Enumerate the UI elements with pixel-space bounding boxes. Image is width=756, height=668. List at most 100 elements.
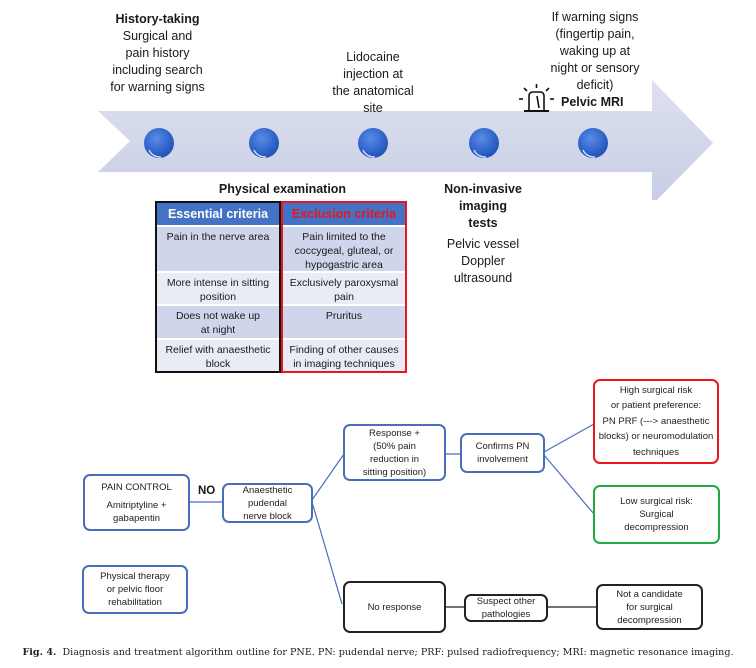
timeline-step-mri-condition: If warning signs (fingertip pain, waking… xyxy=(540,9,650,94)
essential-criteria-column: Essential criteria Pain in the nerve are… xyxy=(155,201,281,373)
physical-therapy-box: Physical therapy or pelvic floor rehabil… xyxy=(82,565,188,614)
criteria-text: in imaging techniques xyxy=(293,358,395,370)
box-text: involvement xyxy=(477,454,528,465)
timeline-node xyxy=(578,128,608,158)
step-text: Pelvic vessel xyxy=(446,237,520,251)
box-text: or pelvic floor xyxy=(106,584,164,595)
box-text: pathologies xyxy=(481,609,531,620)
box-text: Response + xyxy=(369,427,420,439)
step-title-pelvic-mri: Pelvic MRI xyxy=(561,95,624,109)
criteria-text: at night xyxy=(200,324,236,336)
nerve-block-box: Anaesthetic pudendal nerve block xyxy=(222,483,313,523)
timeline-arrow xyxy=(98,80,713,200)
no-label: NO xyxy=(198,485,216,497)
criteria-text: coccygeal, gluteal, or xyxy=(294,245,394,257)
criteria-text: Exclusively paroxysmal xyxy=(289,277,399,289)
step-text: Lidocaine xyxy=(346,50,400,64)
box-text: PN PRF (---> anaesthetic xyxy=(602,415,710,427)
step-text: the anatomical xyxy=(332,84,414,98)
connector-line xyxy=(311,453,345,501)
criteria-cell: Pruritus xyxy=(283,304,405,338)
box-text: for surgical xyxy=(626,601,673,613)
connector-line xyxy=(311,501,343,605)
box-text: Surgical xyxy=(639,509,674,520)
step-title: imaging xyxy=(459,199,507,213)
criteria-text: block xyxy=(205,358,231,370)
figure-label: Fig. 4. xyxy=(22,647,57,658)
figure-caption: Fig. 4. Diagnosis and treatment algorith… xyxy=(0,647,756,658)
criteria-text: pain xyxy=(334,291,354,303)
timeline-node xyxy=(249,128,279,158)
criteria-cell: Exclusively paroxysmal pain xyxy=(283,271,405,304)
box-title: PAIN CONTROL xyxy=(101,481,172,493)
connector-line xyxy=(543,423,595,453)
step-title: tests xyxy=(468,216,498,230)
box-text: Confirms PN xyxy=(475,441,530,452)
criteria-cell: Relief with anaesthetic block xyxy=(157,338,279,371)
no-response-box: No response xyxy=(343,581,446,633)
criteria-text: Finding of other causes xyxy=(289,344,399,356)
step-text: for warning signs xyxy=(110,80,205,94)
essential-criteria-header: Essential criteria xyxy=(157,203,279,225)
confirms-pn-box: Confirms PN involvement xyxy=(460,433,545,473)
box-text: nerve block xyxy=(243,510,292,522)
criteria-cell: Does not wake up at night xyxy=(157,304,279,338)
timeline-step-history: History-taking Surgical and pain history… xyxy=(95,11,220,96)
connector-line xyxy=(543,454,595,515)
box-text: techniques xyxy=(633,446,679,458)
criteria-cell: Pain in the nerve area xyxy=(157,225,279,271)
step-text: Surgical and xyxy=(122,29,193,43)
criteria-text: Pain limited to the xyxy=(302,231,386,243)
box-text: Amitriptyline + xyxy=(106,499,167,511)
box-text: rehabilitation xyxy=(108,597,162,608)
criteria-text: More intense in sitting xyxy=(166,277,270,289)
timeline-node xyxy=(469,128,499,158)
step-text: If warning signs xyxy=(551,10,639,24)
box-text: No response xyxy=(367,601,422,613)
box-text: blocks) or neuromodulation xyxy=(598,431,714,443)
exclusion-criteria-column: Exclusion criteria Pain limited to the c… xyxy=(281,201,407,373)
criteria-cell: More intense in sitting position xyxy=(157,271,279,304)
timeline-node xyxy=(358,128,388,158)
box-text: (50% pain xyxy=(373,440,416,452)
pain-control-box: PAIN CONTROL Amitriptyline + gabapentin xyxy=(83,474,190,531)
step-text: Doppler xyxy=(461,254,505,268)
siren-alarm-icon xyxy=(519,84,554,112)
box-text: sitting position) xyxy=(362,466,427,478)
criteria-text: position xyxy=(199,291,237,303)
criteria-text: Relief with anaesthetic xyxy=(165,344,271,356)
high-surgical-risk-box: High surgical risk or patient preference… xyxy=(593,379,719,464)
criteria-text: Pruritus xyxy=(325,310,363,322)
step-text: injection at xyxy=(343,67,403,81)
step-text: (fingertip pain, xyxy=(555,27,635,41)
box-text: High surgical risk xyxy=(619,384,693,396)
suspect-other-pathologies-box: Suspect other pathologies xyxy=(464,594,548,622)
step-text: night or sensory xyxy=(550,61,640,75)
step-title-physical-exam: Physical examination xyxy=(218,182,347,196)
step-text: including search xyxy=(112,63,203,77)
criteria-cell: Finding of other causes in imaging techn… xyxy=(283,338,405,371)
box-text: reduction in xyxy=(369,453,420,465)
timeline-arrow-graphic xyxy=(98,80,713,200)
criteria-text: Does not wake up xyxy=(175,310,261,322)
criteria-cell: Pain limited to the coccygeal, gluteal, … xyxy=(283,225,405,271)
box-text: Physical therapy xyxy=(100,571,170,582)
box-text: decompression xyxy=(624,522,689,533)
box-text: gabapentin xyxy=(112,512,161,524)
low-surgical-risk-box: Low surgical risk: Surgical decompressio… xyxy=(593,485,720,544)
box-text: pudendal xyxy=(247,497,288,509)
timeline-step-imaging: Non-invasive imaging tests Pelvic vessel… xyxy=(428,181,538,287)
step-text: waking up at xyxy=(559,44,631,58)
response-positive-box: Response + (50% pain reduction in sittin… xyxy=(343,424,446,481)
not-candidate-box: Not a candidate for surgical decompressi… xyxy=(596,584,703,630)
box-text: or patient preference: xyxy=(610,400,702,412)
box-text: decompression xyxy=(617,614,682,626)
step-text: ultrasound xyxy=(453,271,513,285)
step-title: Non-invasive xyxy=(444,182,522,196)
box-text: Not a candidate xyxy=(616,588,683,600)
box-text: Suspect other xyxy=(476,596,536,607)
exclusion-criteria-header: Exclusion criteria xyxy=(283,203,405,225)
timeline-node xyxy=(144,128,174,158)
criteria-text: Pain in the nerve area xyxy=(166,231,270,243)
box-text: Anaesthetic xyxy=(242,484,293,496)
